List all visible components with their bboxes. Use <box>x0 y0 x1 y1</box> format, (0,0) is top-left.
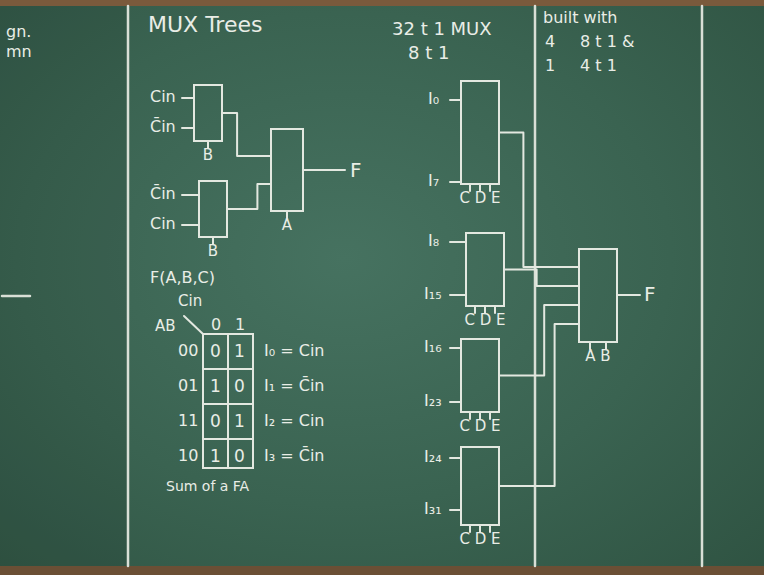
chalk-label: 32 t 1 MUX <box>392 18 492 40</box>
wood-frame <box>0 0 764 6</box>
mux-connector <box>505 270 578 287</box>
chalk-label: I₂₃ <box>424 391 442 410</box>
chalk-label: Sum of a FA <box>166 478 249 495</box>
chalk-label: 1 <box>210 376 221 396</box>
mux-box: C D E <box>465 232 505 307</box>
kmap-grid <box>203 438 253 440</box>
chalk-label: Cin <box>178 292 202 310</box>
chalk-label: C̄in <box>150 117 176 136</box>
chalk-label: 1 <box>235 315 245 334</box>
select-label: B <box>208 242 218 260</box>
chalk-label: C̄in <box>150 184 176 203</box>
chalk-label: AB <box>155 317 176 335</box>
chalk-label: 1 <box>210 446 221 466</box>
chalk-label: I₃ = C̄in <box>264 446 324 465</box>
panel-divider <box>127 6 130 566</box>
input-wire <box>182 224 198 226</box>
input-wire <box>182 194 198 196</box>
input-wire <box>450 181 460 183</box>
input-wire <box>450 241 465 243</box>
mux-connector <box>228 184 270 209</box>
input-wire <box>450 509 460 511</box>
chalk-label: F(A,B,C) <box>150 268 215 287</box>
chalk-label: 0 <box>234 376 245 396</box>
mux-connector <box>500 324 578 486</box>
mux-box: C D E <box>460 446 500 526</box>
chalk-label: 11 <box>178 411 198 430</box>
chalk-label: 1 <box>234 341 245 361</box>
chalk-label: I₀ <box>428 89 439 108</box>
kmap-grid <box>203 334 253 468</box>
chalk-label: 4 <box>545 32 555 51</box>
chalk-label: F <box>644 282 656 306</box>
chalk-label: 0 <box>211 315 221 334</box>
mux-connector <box>223 113 270 156</box>
chalk-label: 01 <box>178 376 198 395</box>
chalk-label: I₁₅ <box>424 284 442 303</box>
input-wire <box>450 347 460 349</box>
select-label: A <box>282 216 292 234</box>
input-wire <box>450 99 460 101</box>
output-wire <box>304 169 345 171</box>
mux-box: B <box>198 180 228 238</box>
input-wire <box>450 401 460 403</box>
chalk-label: I₂ = Cin <box>264 411 324 430</box>
mux-connector <box>500 305 578 376</box>
input-wire <box>182 97 193 99</box>
chalk-label: I₇ <box>428 171 439 190</box>
select-label: B <box>203 146 213 164</box>
chalk-label: Cin <box>150 87 176 106</box>
chalk-label: built with <box>543 8 618 27</box>
chalk-stroke <box>2 295 30 298</box>
chalk-label: mn <box>6 42 32 61</box>
chalk-label: 0 <box>210 411 221 431</box>
select-label: C D E <box>464 311 505 329</box>
kmap-grid <box>203 368 253 370</box>
chalk-label: 8 t 1 & <box>580 32 634 51</box>
input-wire <box>450 457 460 459</box>
select-label: A B <box>585 347 610 365</box>
chalk-label: I₀ = Cin <box>264 341 324 360</box>
chalk-label: I₃₁ <box>424 499 442 518</box>
chalk-label: 1 <box>545 56 555 75</box>
mux-box: A <box>270 128 304 212</box>
chalk-tray <box>0 566 764 575</box>
mux-box: A B <box>578 248 618 343</box>
chalk-label: 0 <box>234 446 245 466</box>
chalk-label: 00 <box>178 341 198 360</box>
select-label: C D E <box>459 417 500 435</box>
mux-box: B <box>193 84 223 142</box>
mux-connector <box>500 133 578 268</box>
input-wire <box>450 294 465 296</box>
chalk-label: 0 <box>210 341 221 361</box>
kmap-diagonal <box>184 316 203 334</box>
chalk-label: 1 <box>234 411 245 431</box>
kmap-grid <box>227 334 229 468</box>
chalk-label: gn. <box>6 22 31 41</box>
select-label: C D E <box>459 530 500 548</box>
left-panel <box>0 6 128 566</box>
mux-box: C D E <box>460 80 500 185</box>
chalk-label: I₈ <box>428 231 439 250</box>
panel-divider <box>701 6 704 566</box>
kmap-grid <box>203 403 253 405</box>
board-heading: MUX Trees <box>148 12 262 38</box>
output-wire <box>618 294 640 296</box>
chalk-label: I₁₆ <box>424 337 442 356</box>
chalk-label: I₁ = C̄in <box>264 376 324 395</box>
mux-box: C D E <box>460 338 500 413</box>
chalk-label: 4 t 1 <box>580 56 617 75</box>
chalk-label: 8 t 1 <box>408 42 449 64</box>
select-label: C D E <box>459 189 500 207</box>
chalk-label: F <box>350 158 362 182</box>
chalk-label: 10 <box>178 446 198 465</box>
input-wire <box>182 127 193 129</box>
chalk-label: I₂₄ <box>424 447 442 466</box>
chalk-label: Cin <box>150 214 176 233</box>
